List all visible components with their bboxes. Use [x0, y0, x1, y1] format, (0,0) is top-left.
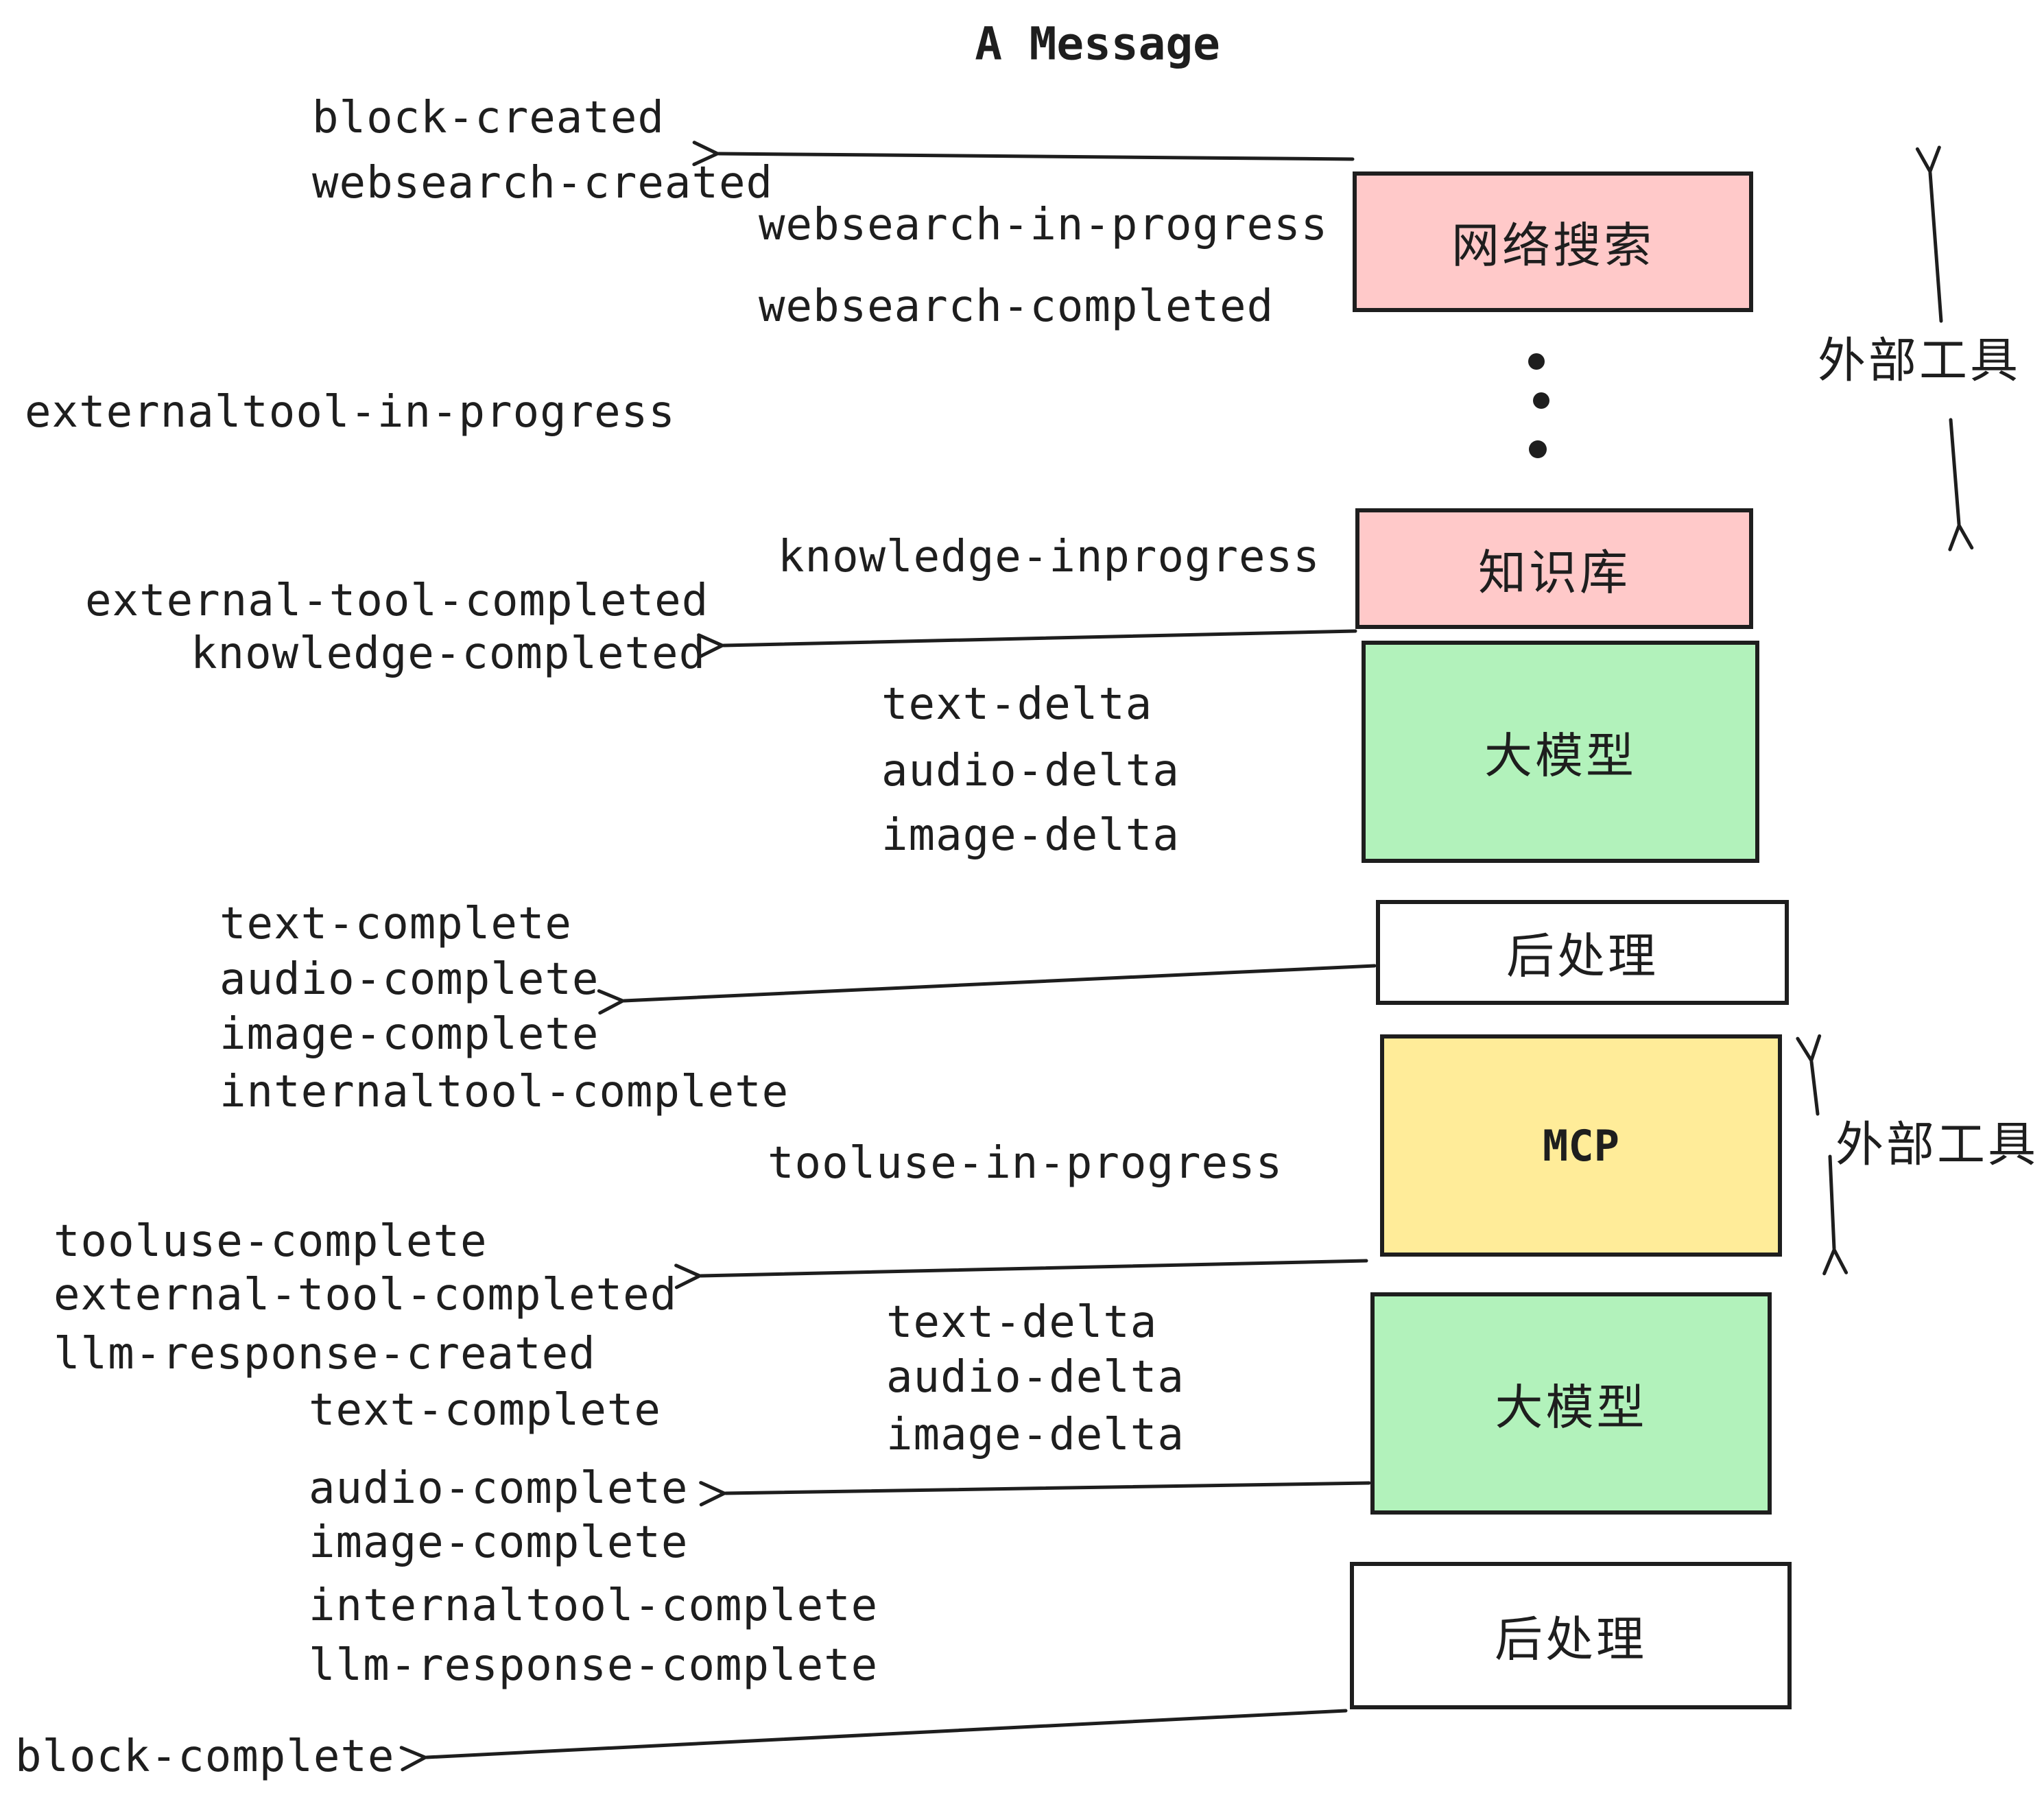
label-internaltool-complete-2: internaltool-complete: [309, 1580, 879, 1631]
label-internaltool-complete-1: internaltool-complete: [219, 1067, 789, 1117]
label-llm-response-created: llm-response-created: [54, 1329, 596, 1379]
label-audio-complete-1: audio-complete: [219, 954, 599, 1005]
arrow-websearch-box-to-websearch-created: [719, 154, 1355, 159]
label-tooluse-complete: tooluse-complete: [54, 1216, 488, 1267]
label-block-created: block-created: [312, 93, 665, 143]
box-knowledge-label: 知识库: [1478, 544, 1630, 601]
label-image-complete-1: image-complete: [219, 1009, 599, 1060]
arrow-llm2-to-audio-complete: [726, 1483, 1371, 1493]
box-mcp: MCP: [1380, 1034, 1782, 1257]
arrow-post2-to-block-complete: [427, 1709, 1348, 1757]
box-postprocess-1-label: 后处理: [1506, 928, 1659, 984]
box-postprocess-1: 后处理: [1376, 900, 1789, 1005]
label-block-complete: block-complete: [15, 1731, 395, 1782]
external-tools-label-1: 外部工具: [1818, 332, 2021, 389]
box-knowledge: 知识库: [1355, 508, 1753, 629]
label-websearch-completed: websearch-completed: [759, 281, 1274, 332]
label-image-delta-1: image-delta: [881, 810, 1180, 861]
label-audio-complete-2: audio-complete: [309, 1463, 689, 1514]
label-websearch-created: websearch-created: [312, 158, 774, 209]
box-llm-2-label: 大模型: [1495, 1379, 1648, 1436]
label-external-tool-completed: external-tool-completed: [85, 575, 709, 626]
diagram-title: A Message: [975, 17, 1220, 71]
box-postprocess-2: 后处理: [1350, 1562, 1792, 1709]
arrow-mcp-to-tooluse-complete: [701, 1259, 1368, 1276]
label-audio-delta-2: audio-delta: [886, 1352, 1185, 1403]
arrow-knowledge-box-to-knowledge-completed: [724, 629, 1357, 645]
box-llm-1-label: 大模型: [1484, 727, 1637, 784]
box-mcp-label: MCP: [1543, 1120, 1619, 1171]
label-knowledge-completed: knowledge-completed: [191, 628, 706, 679]
arrow-post1-to-image-complete: [624, 964, 1377, 1001]
external-tools-2-up-arrow: [1811, 1062, 1818, 1116]
label-knowledge-inprogress: knowledge-inprogress: [778, 532, 1320, 582]
box-llm-1: 大模型: [1362, 641, 1759, 863]
label-audio-delta-1: audio-delta: [881, 746, 1180, 796]
box-postprocess-2-label: 后处理: [1495, 1611, 1647, 1667]
external-tools-2-down-arrow: [1830, 1154, 1834, 1248]
external-tools-1-down-arrow: [1951, 418, 1959, 524]
label-externaltool-in-progress: externaltool-in-progress: [25, 387, 676, 438]
label-llm-response-complete: llm-response-complete: [309, 1640, 879, 1691]
ellipsis-dot: [1528, 353, 1545, 370]
box-llm-2: 大模型: [1370, 1292, 1772, 1515]
label-tooluse-in-progress: tooluse-in-progress: [768, 1138, 1283, 1189]
label-image-complete-2: image-complete: [309, 1517, 689, 1568]
ellipsis-dot: [1529, 440, 1547, 458]
label-image-delta-2: image-delta: [886, 1410, 1185, 1460]
ellipsis-dot: [1533, 392, 1549, 409]
label-text-delta-2: text-delta: [886, 1297, 1158, 1348]
external-tools-1-up-arrow: [1930, 173, 1943, 323]
label-text-delta-1: text-delta: [881, 679, 1153, 730]
label-text-complete-1: text-complete: [219, 899, 572, 949]
box-websearch-label: 网络搜索: [1451, 217, 1654, 274]
label-external-tool-completed-2: external-tool-completed: [54, 1270, 678, 1320]
box-websearch: 网络搜索: [1353, 171, 1753, 312]
label-websearch-in-progress: websearch-in-progress: [759, 200, 1329, 250]
external-tools-label-2: 外部工具: [1835, 1116, 2039, 1173]
label-text-complete-2: text-complete: [309, 1385, 661, 1436]
